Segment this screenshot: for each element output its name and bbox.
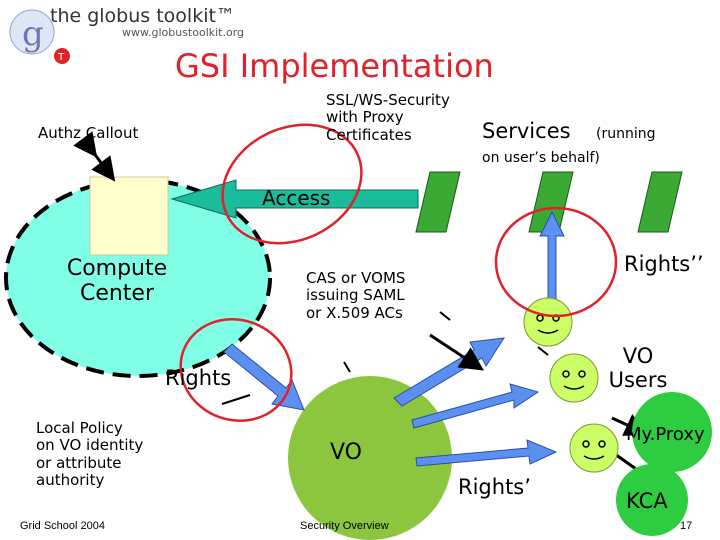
kca-shape [616, 464, 688, 536]
ssl-ws-security-label: SSL/WS-Security with Proxy Certificates [326, 91, 450, 144]
authz-callout-arrow [73, 131, 116, 182]
user-face-icon [523, 297, 573, 347]
access-label: Access [262, 186, 331, 210]
vo-users-label: VO Users [608, 344, 668, 393]
highlight-circles [179, 123, 618, 422]
services-behalf-label: on user’s behalf) [482, 150, 600, 166]
rights-label: Rights [165, 366, 232, 390]
service-box [637, 171, 683, 233]
myproxy-shape [632, 392, 712, 472]
access-arrow [170, 179, 419, 219]
service-box [415, 171, 461, 233]
authz-callout-box [89, 176, 169, 256]
myproxy-label: My.Proxy [626, 424, 705, 445]
vo-label: VO [330, 440, 362, 465]
logo-text: the globus toolkit™ [50, 5, 235, 27]
services-label: Services [482, 119, 571, 143]
footer-center: Security Overview [300, 520, 389, 532]
page-title: GSI Implementation [175, 47, 494, 85]
user-face-icon [569, 423, 619, 473]
services-running-label: (running [596, 126, 656, 142]
user-faces [523, 297, 619, 473]
logo-url: www.globustoolkit.org [122, 26, 245, 39]
svg-text:T: T [57, 52, 65, 63]
kca-label: KCA [626, 489, 668, 513]
globus-logo-icon: g T [9, 9, 70, 64]
rights-double-prime-label: Rights’’ [624, 252, 704, 276]
connector-lines [221, 311, 549, 405]
cas-voms-label: CAS or VOMS issuing SAML or X.509 ACs [306, 269, 406, 322]
rights-prime-label: Rights’ [458, 475, 531, 499]
authz-callout-label: Authz Callout [38, 124, 139, 142]
local-policy-label: Local Policy on VO identity or attribute… [36, 419, 144, 489]
footer-left: Grid School 2004 [20, 520, 105, 532]
page-number: 17 [680, 520, 693, 532]
vo-shape [288, 376, 452, 540]
svg-text:g: g [22, 14, 44, 54]
compute-center-label: Compute Center [66, 256, 168, 307]
user-face-icon [549, 353, 599, 403]
